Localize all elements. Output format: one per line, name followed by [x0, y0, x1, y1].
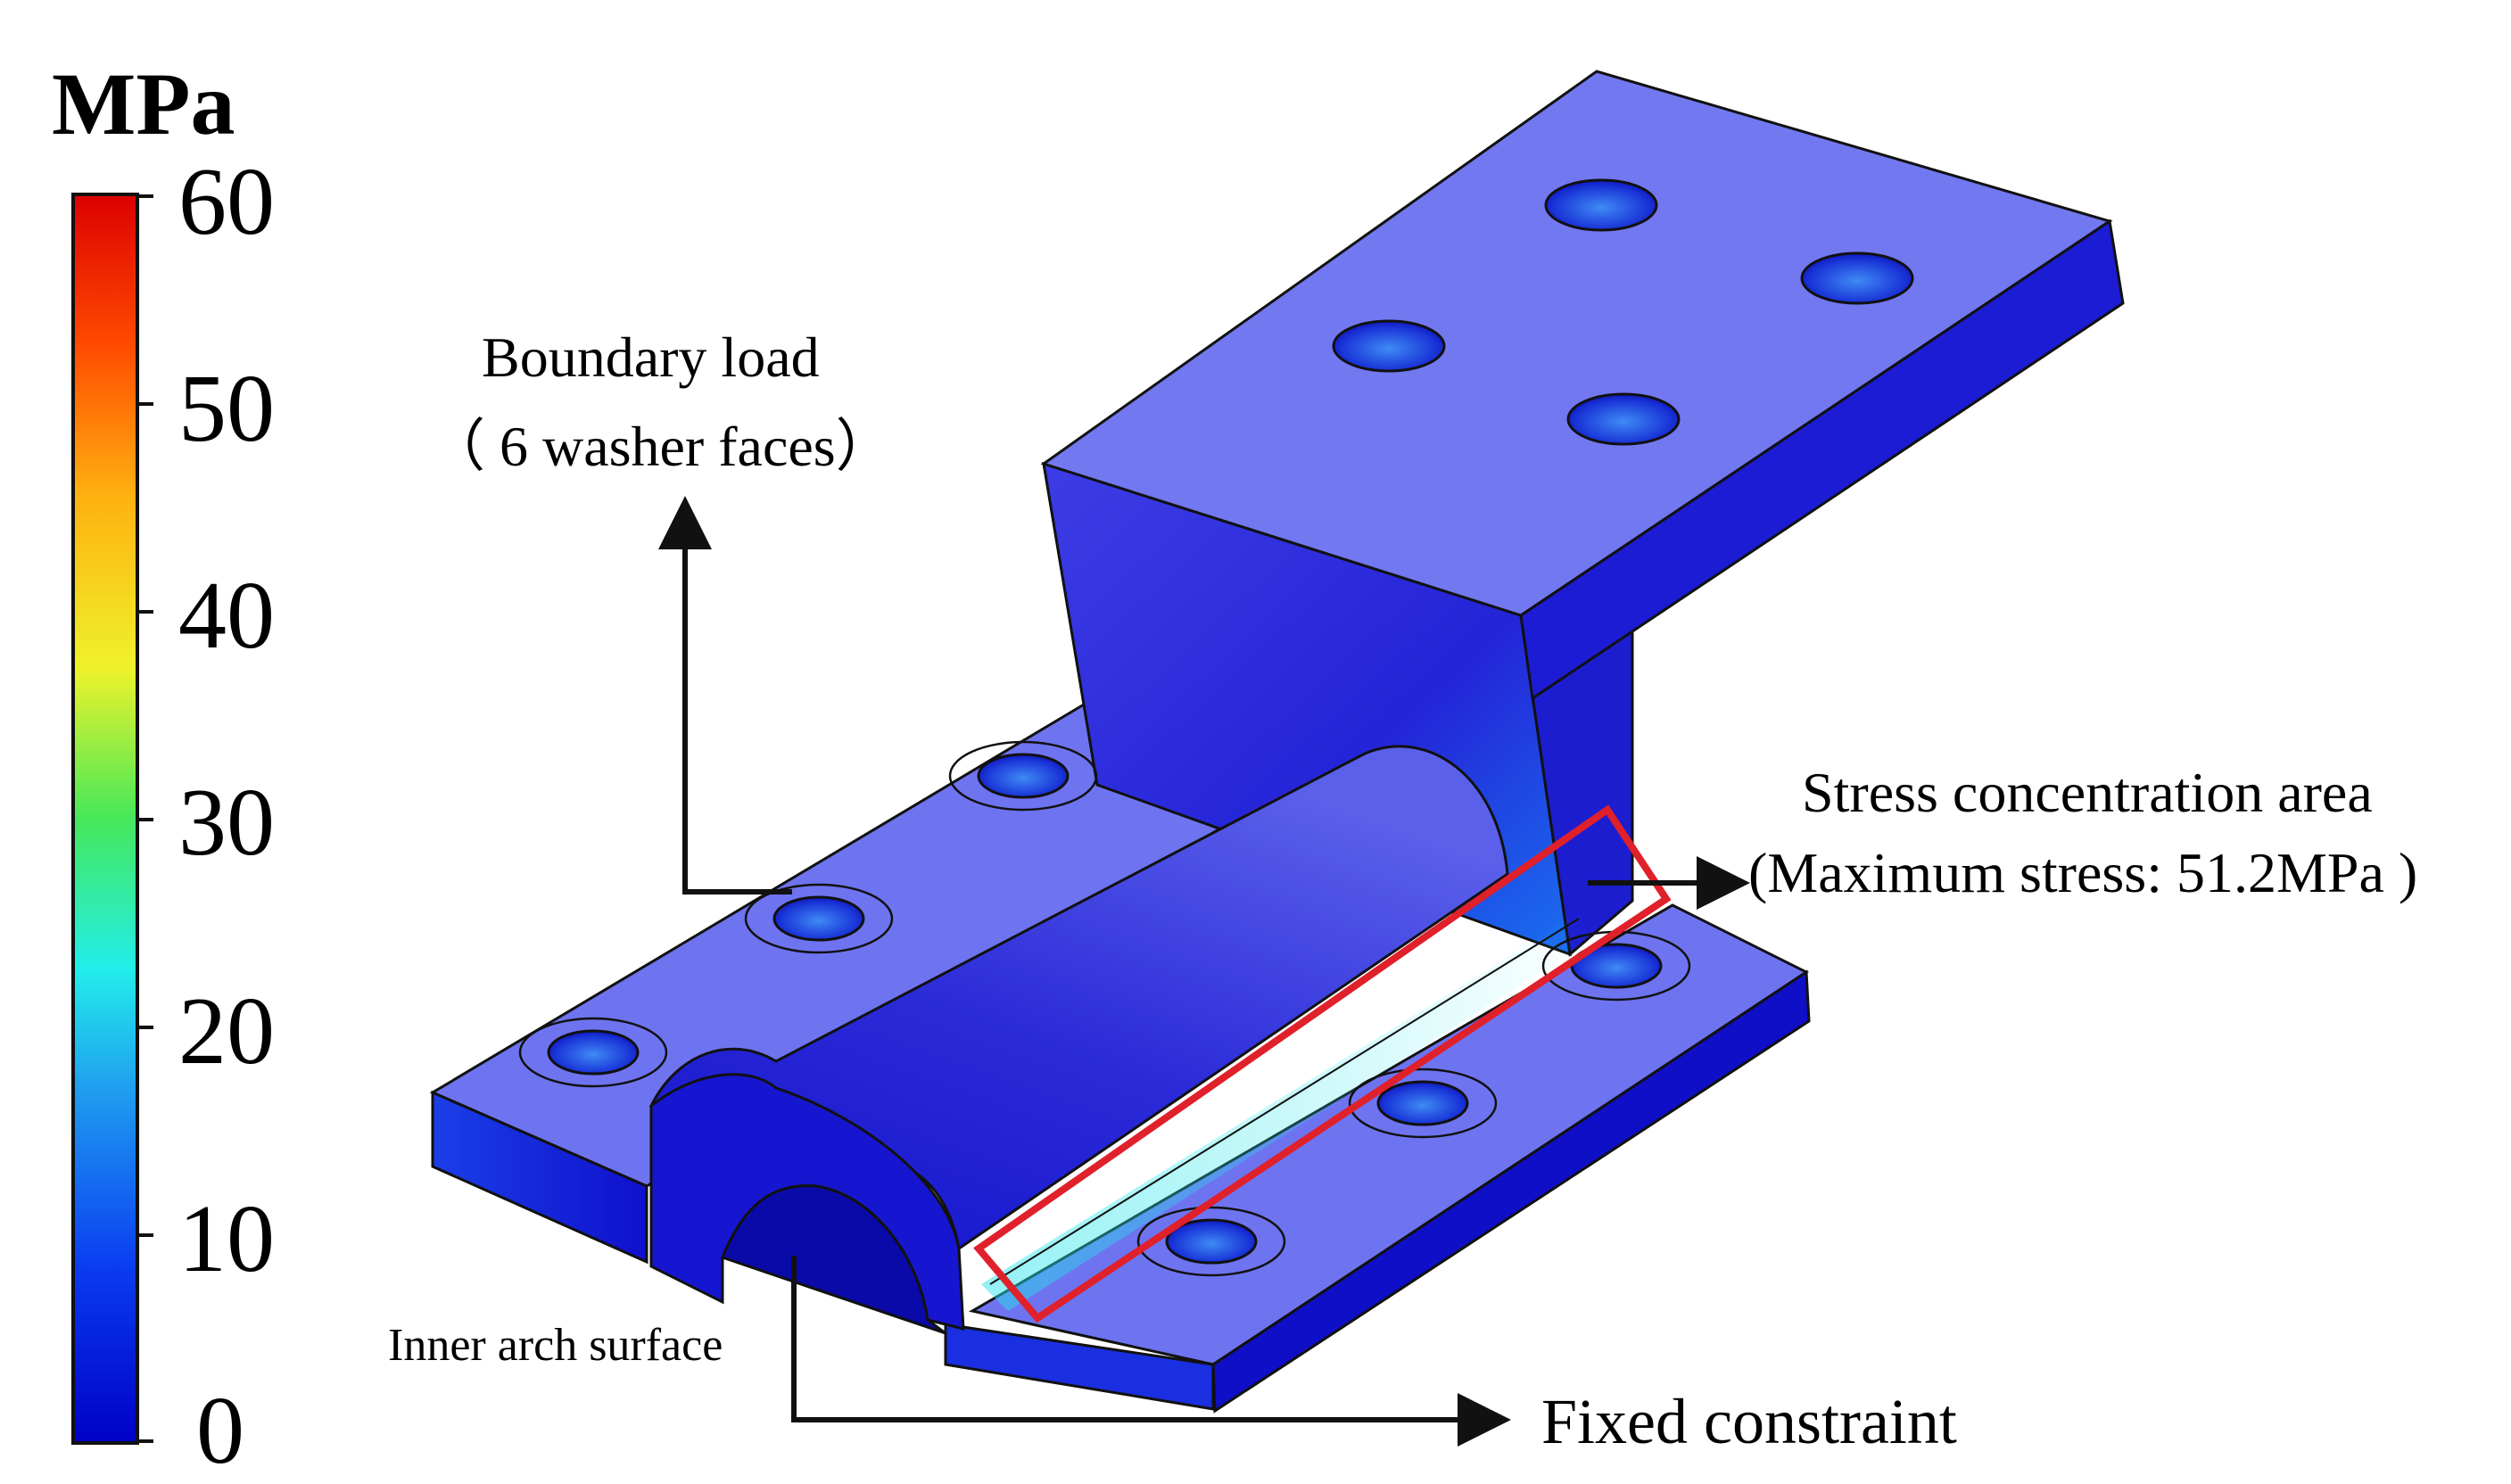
washer-hole-2: [744, 883, 894, 954]
washer-hole-5: [1348, 1068, 1498, 1139]
colorbar-tick-30: 30: [178, 770, 275, 876]
base-washer-holes: [518, 740, 1691, 1277]
base-left-front-face: [431, 1090, 648, 1265]
boundary-load-arrow: [658, 496, 792, 895]
colorbar-tick-40: 40: [178, 563, 275, 669]
top-hole-4: [1566, 392, 1681, 446]
top-hole-1: [1544, 178, 1658, 232]
washer-hole-6: [1136, 1206, 1286, 1277]
stress-area-label: Stress concentration area: [1802, 761, 2373, 824]
boundary-load-label: Boundary load: [482, 326, 820, 389]
top-plate-side-face: [1519, 218, 2125, 701]
colorbar-gradient: [71, 193, 139, 1445]
fixed-constraint-arrow: [791, 1256, 1511, 1447]
arch-tangent-line: [989, 918, 1580, 1285]
stress-area-sublabel: (Maximum stress: 51.2MPa ): [1748, 841, 2417, 904]
colorbar-tick-50: 50: [178, 356, 275, 462]
inner-arch-label: Inner arch surface: [388, 1320, 723, 1371]
annotations: Boundary load （ 6 washer faces） Stress c…: [388, 326, 2417, 1457]
washer-hole-1: [948, 740, 1098, 812]
base-right-front-face: [944, 1323, 1215, 1411]
fixed-constraint-label: Fixed constraint: [1541, 1386, 1957, 1457]
boundary-load-sublabel: （ 6 washer faces）: [428, 415, 893, 478]
bracket-model: [429, 70, 2125, 1414]
washer-hole-3: [518, 1017, 668, 1088]
top-bolt-holes: [1332, 178, 1914, 446]
colorbar-unit: MPa: [52, 54, 235, 153]
top-hole-3: [1332, 319, 1446, 373]
colorbar-tick-10: 10: [178, 1186, 275, 1292]
stress-glow: [981, 919, 1597, 1311]
inner-arch-cutout: [721, 1184, 946, 1335]
stress-concentration-box: [973, 804, 1672, 1323]
colorbar-ticks: [137, 194, 153, 1443]
washer-hole-4: [1541, 930, 1691, 1002]
base-right-side-face: [1211, 969, 1811, 1414]
colorbar-tick-20: 20: [178, 978, 275, 1084]
colorbar-tick-60: 60: [178, 149, 275, 255]
colorbar: MPa 60 50 40 30 20 10 0: [52, 54, 275, 1484]
colorbar-tick-0: 0: [196, 1378, 244, 1484]
top-hole-2: [1800, 251, 1914, 305]
